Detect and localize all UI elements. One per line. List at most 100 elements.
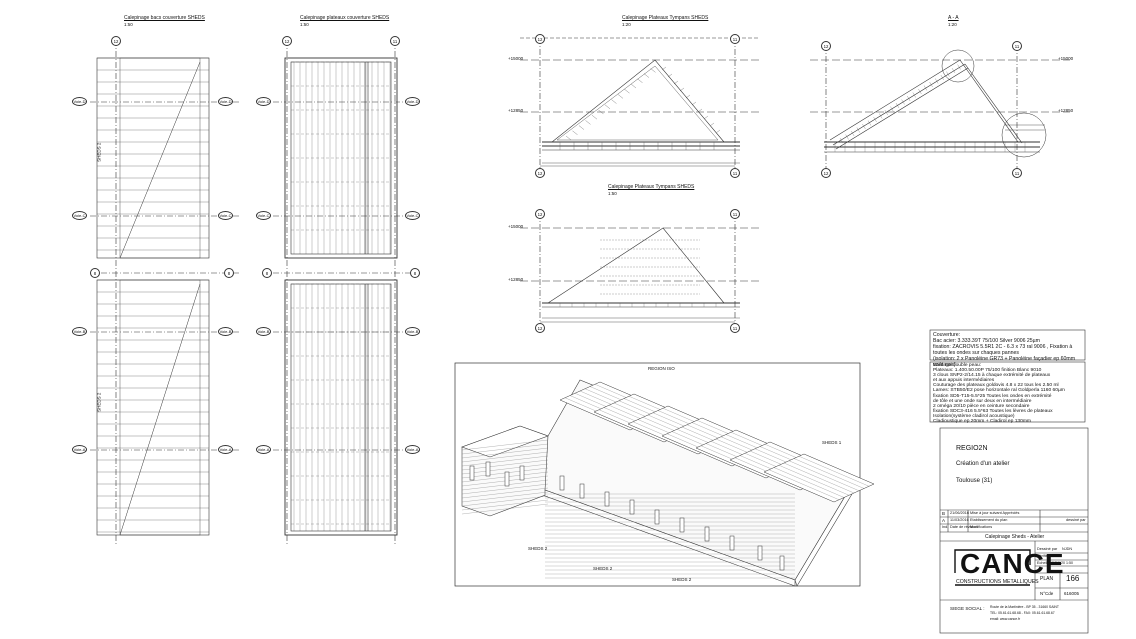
field-plan-value: 166 [1066,574,1080,583]
v3-axis-12-top: 12 [535,34,545,44]
v5-level-12850: +12850 [508,277,524,282]
v3-level-15000: +15000 [508,56,524,61]
axis-voie-a-right: Voie-A [218,445,233,454]
bardage-line-6: fixation SD5-T15-5.5*25 Toutes les ondes… [933,393,1052,399]
v2-voie-b-left: Voie-B [256,327,271,336]
rev-header-date: Date de révision [950,525,978,529]
rev-a-desc: Etablissement du plan [970,518,1008,522]
bardage-line-10: Isolation(système cladirol acoustique) [933,413,1015,419]
v5-axis-12-top: 12 [535,209,545,219]
axis-voie-c-right: Voie-C [218,211,233,220]
v2-voie-d-left: Voie-D [256,97,271,106]
rev-b-desc: Mise à jour suivant Appréciés [970,511,1020,515]
company-subtitle: CONSTRUCTIONS METALLIQUES [956,579,1039,585]
view2-title: Calepinage plateaux couverture SHEDS [300,15,390,21]
bardage-heading: Bardage double peau: [933,363,982,368]
v3-axis-11-top: 11 [730,34,740,44]
project-name: Création d'un atelier [956,461,1010,467]
axis-voie-b-right: Voie-B [218,327,233,336]
project-location: Toulouse (31) [956,478,993,484]
view1-sheds2-label-bottom: SHEDS 2 [96,392,102,412]
view5-title: Calepinage Plateaux Tympans SHEDS [608,184,695,190]
axis-voie-d-left: Voie-D [72,97,87,106]
field-echelle-value: 1:5 1:20 1:50 [1052,561,1073,565]
rev-a-date: 11/03/2016 [950,518,969,522]
v5-axis-11-top: 11 [730,209,740,219]
v4-axis-11-top: 11 [1012,41,1022,51]
company-logo-text: CANCE [960,548,1065,579]
axis-11-marker-v2: 11 [390,36,400,46]
v3-axis-12-bottom: 12 [535,168,545,178]
v2-axis-8-right: 8 [410,268,420,278]
v2-voie-c-left: Voie-C [256,211,271,220]
view1-title: Calepinage bacs couverture SHEDS [124,15,205,21]
view4-scale: 1:20 [948,22,957,27]
client-name: REGIO2N [956,445,988,452]
v2-voie-a-left: Voie-A [256,445,271,454]
siege-line-1: Route de la Martinière - BP 35 - 31660 S… [990,605,1059,609]
v4-axis-12-top: 12 [821,41,831,51]
v3-axis-11-bottom: 11 [730,168,740,178]
bardage-line-9: fixation SDC3-416 5.5*63 Toutes les lèvr… [933,408,1053,414]
field-cde-value: 616005 [1064,591,1080,596]
v2-voie-c-right: Voie-C [405,211,420,220]
field-echelle-label: Echelle [1037,561,1050,565]
bardage-line-11: Cladioustique ep 20mm + Cladirol ep 130m… [933,419,1031,425]
v4-level-12850: +12850 [1058,108,1074,113]
axis-12-marker-v2: 12 [282,36,292,46]
siege-label: SIEGE SOCIAL : [950,606,985,611]
axis-voie-a-left: Voie-A [72,445,87,454]
bardage-notes: Bardage double peau: Plateaux: 1.400.50.… [933,363,1085,424]
v2-voie-a-right: Voie-A [405,445,420,454]
view5-scale: 1:50 [608,191,617,196]
bardage-line-8: 2 oméga 20/10 pièce en ceinture secondai… [933,403,1030,409]
v2-voie-d-right: Voie-D [405,97,420,106]
v2-voie-b-right: Voie-B [405,327,420,336]
field-dessine-value: NJDN [1062,547,1073,551]
siege-line-3: email: www.cance.fr [990,617,1021,621]
rev-b-ind: B [942,511,946,516]
field-verifie-label: Vérifié par [1037,554,1055,558]
axis-8-right: 8 [224,268,234,278]
couverture-line-3: toutes les ondes sur chaques pannes [933,350,1019,357]
couverture-line-1: Bac acier: 3.333.39T 75/100 Silver 9006 … [933,338,1040,345]
rev-b-date: 21/06/2016 [950,511,970,515]
view4-title: A - A [948,15,959,21]
field-plan-label: PLAN [1040,576,1054,582]
bardage-line-4: Couturage des plateaux goldovis 4.8 x 22… [933,383,1059,389]
view1-scale: 1:50 [124,22,133,27]
rev-a-ind: A [942,518,946,523]
view3-scale: 1:20 [622,22,631,27]
v5-level-15000: +15000 [508,224,524,229]
field-cde-label: N°Cde [1040,591,1054,596]
axis-8-left: 8 [90,268,100,278]
v2-axis-8-left: 8 [262,268,272,278]
v3-level-12850: +12850 [508,108,524,113]
view3-title: Calepinage Plateaux Tympans SHEDS [622,15,709,21]
drawn-by-label: dessiné par [1066,518,1086,522]
couverture-line-2: fixation: ZACROVIS 5.5R1 2C - 6.3 x 73 r… [933,344,1073,351]
field-dessine-label: Dessiné par [1037,547,1058,551]
v4-level-15000: +15000 [1058,56,1074,61]
iso-sheds2-label-a: SHEDS 2 [528,546,548,551]
bardage-line-1: Plateaux: 1.400.50.00P 75/100 finition B… [933,368,1042,374]
couverture-line-4: (isolation: 2 x Panoléine GR73 + Panoléi… [933,356,1076,369]
iso-sheds1-label: SHEDS 1 [822,440,842,445]
couverture-heading: Couverture: [933,332,961,338]
view2-scale: 1:50 [300,22,309,27]
iso-sheds2-label-c: SHEDS 2 [672,577,692,582]
bardage-line-2: 3 clous SNP2-2/14.15 à chaque extrémité … [933,373,1051,379]
v5-axis-11-bottom: 11 [730,323,740,333]
axis-voie-d-right: Voie-D [218,97,233,106]
iso-title: REGION ISO [648,366,675,371]
siege-line-2: TEL: 05.61.61.68.68 - FAX: 05.61.61.68.6… [990,611,1055,615]
v4-axis-11-bottom: 11 [1012,168,1022,178]
axis-voie-c-left: Voie-C [72,211,87,220]
bardage-line-7: de tôle et une onde sur deux en interméd… [933,398,1032,404]
v5-axis-12-bottom: 12 [535,323,545,333]
v4-axis-12-bottom: 12 [821,168,831,178]
rev-header-ind: Ind. [942,525,949,529]
rev-header-desc: Modifications [970,525,993,529]
